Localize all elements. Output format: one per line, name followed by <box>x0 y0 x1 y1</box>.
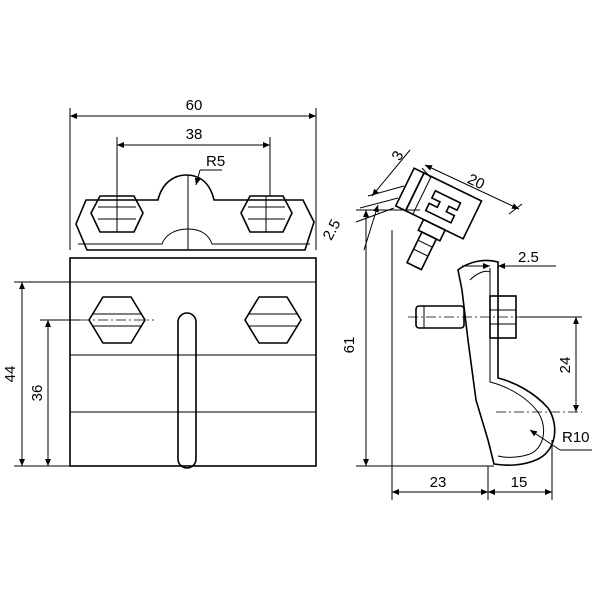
dim-label-total-height: 61 <box>341 337 358 354</box>
dim-line-20 <box>424 164 520 210</box>
dim-label-head-width: 20 <box>465 171 487 194</box>
front-view: 60 38 R5 44 36 <box>2 97 317 469</box>
dim-label-height-outer: 44 <box>2 366 19 383</box>
dim-leader-3 <box>371 149 411 197</box>
slot <box>177 312 197 469</box>
side-view: 2.5 61 24 R10 23 15 20 3 2. <box>320 148 592 500</box>
dim-label-clip-radius: R10 <box>562 429 590 446</box>
hex-nut-right <box>240 195 293 233</box>
dim-label-bolt-spacing: 38 <box>186 126 203 143</box>
hex-nut-left <box>90 195 144 233</box>
clip-inner-edge <box>469 270 545 458</box>
dim-label-depth-right: 15 <box>511 474 528 491</box>
screw-slot-symbol <box>424 189 462 224</box>
dim-label-height-inner: 36 <box>29 385 46 402</box>
radius-leader-r5 <box>194 169 201 186</box>
dim-label-depth-left: 23 <box>430 474 447 491</box>
dim-label-overall-width: 60 <box>186 97 203 114</box>
dim-label-plate-thickness: 3 <box>389 148 408 163</box>
dim-label-offset-small: 2.5 <box>320 217 345 243</box>
dim-label-clip-thickness: 2.5 <box>518 249 539 266</box>
dim-label-saddle-radius: R5 <box>206 153 225 170</box>
head-bolt-shank <box>405 230 438 271</box>
clip-body <box>457 259 556 466</box>
bolt-head-right <box>244 296 302 344</box>
saddle-plate <box>75 174 315 251</box>
bolt-head-left <box>80 296 154 344</box>
clamp-body <box>69 257 317 467</box>
radius-leader-r10 <box>529 429 561 451</box>
dim-leader-2-5 <box>363 204 379 251</box>
dim-label-clip-height: 24 <box>557 357 574 374</box>
